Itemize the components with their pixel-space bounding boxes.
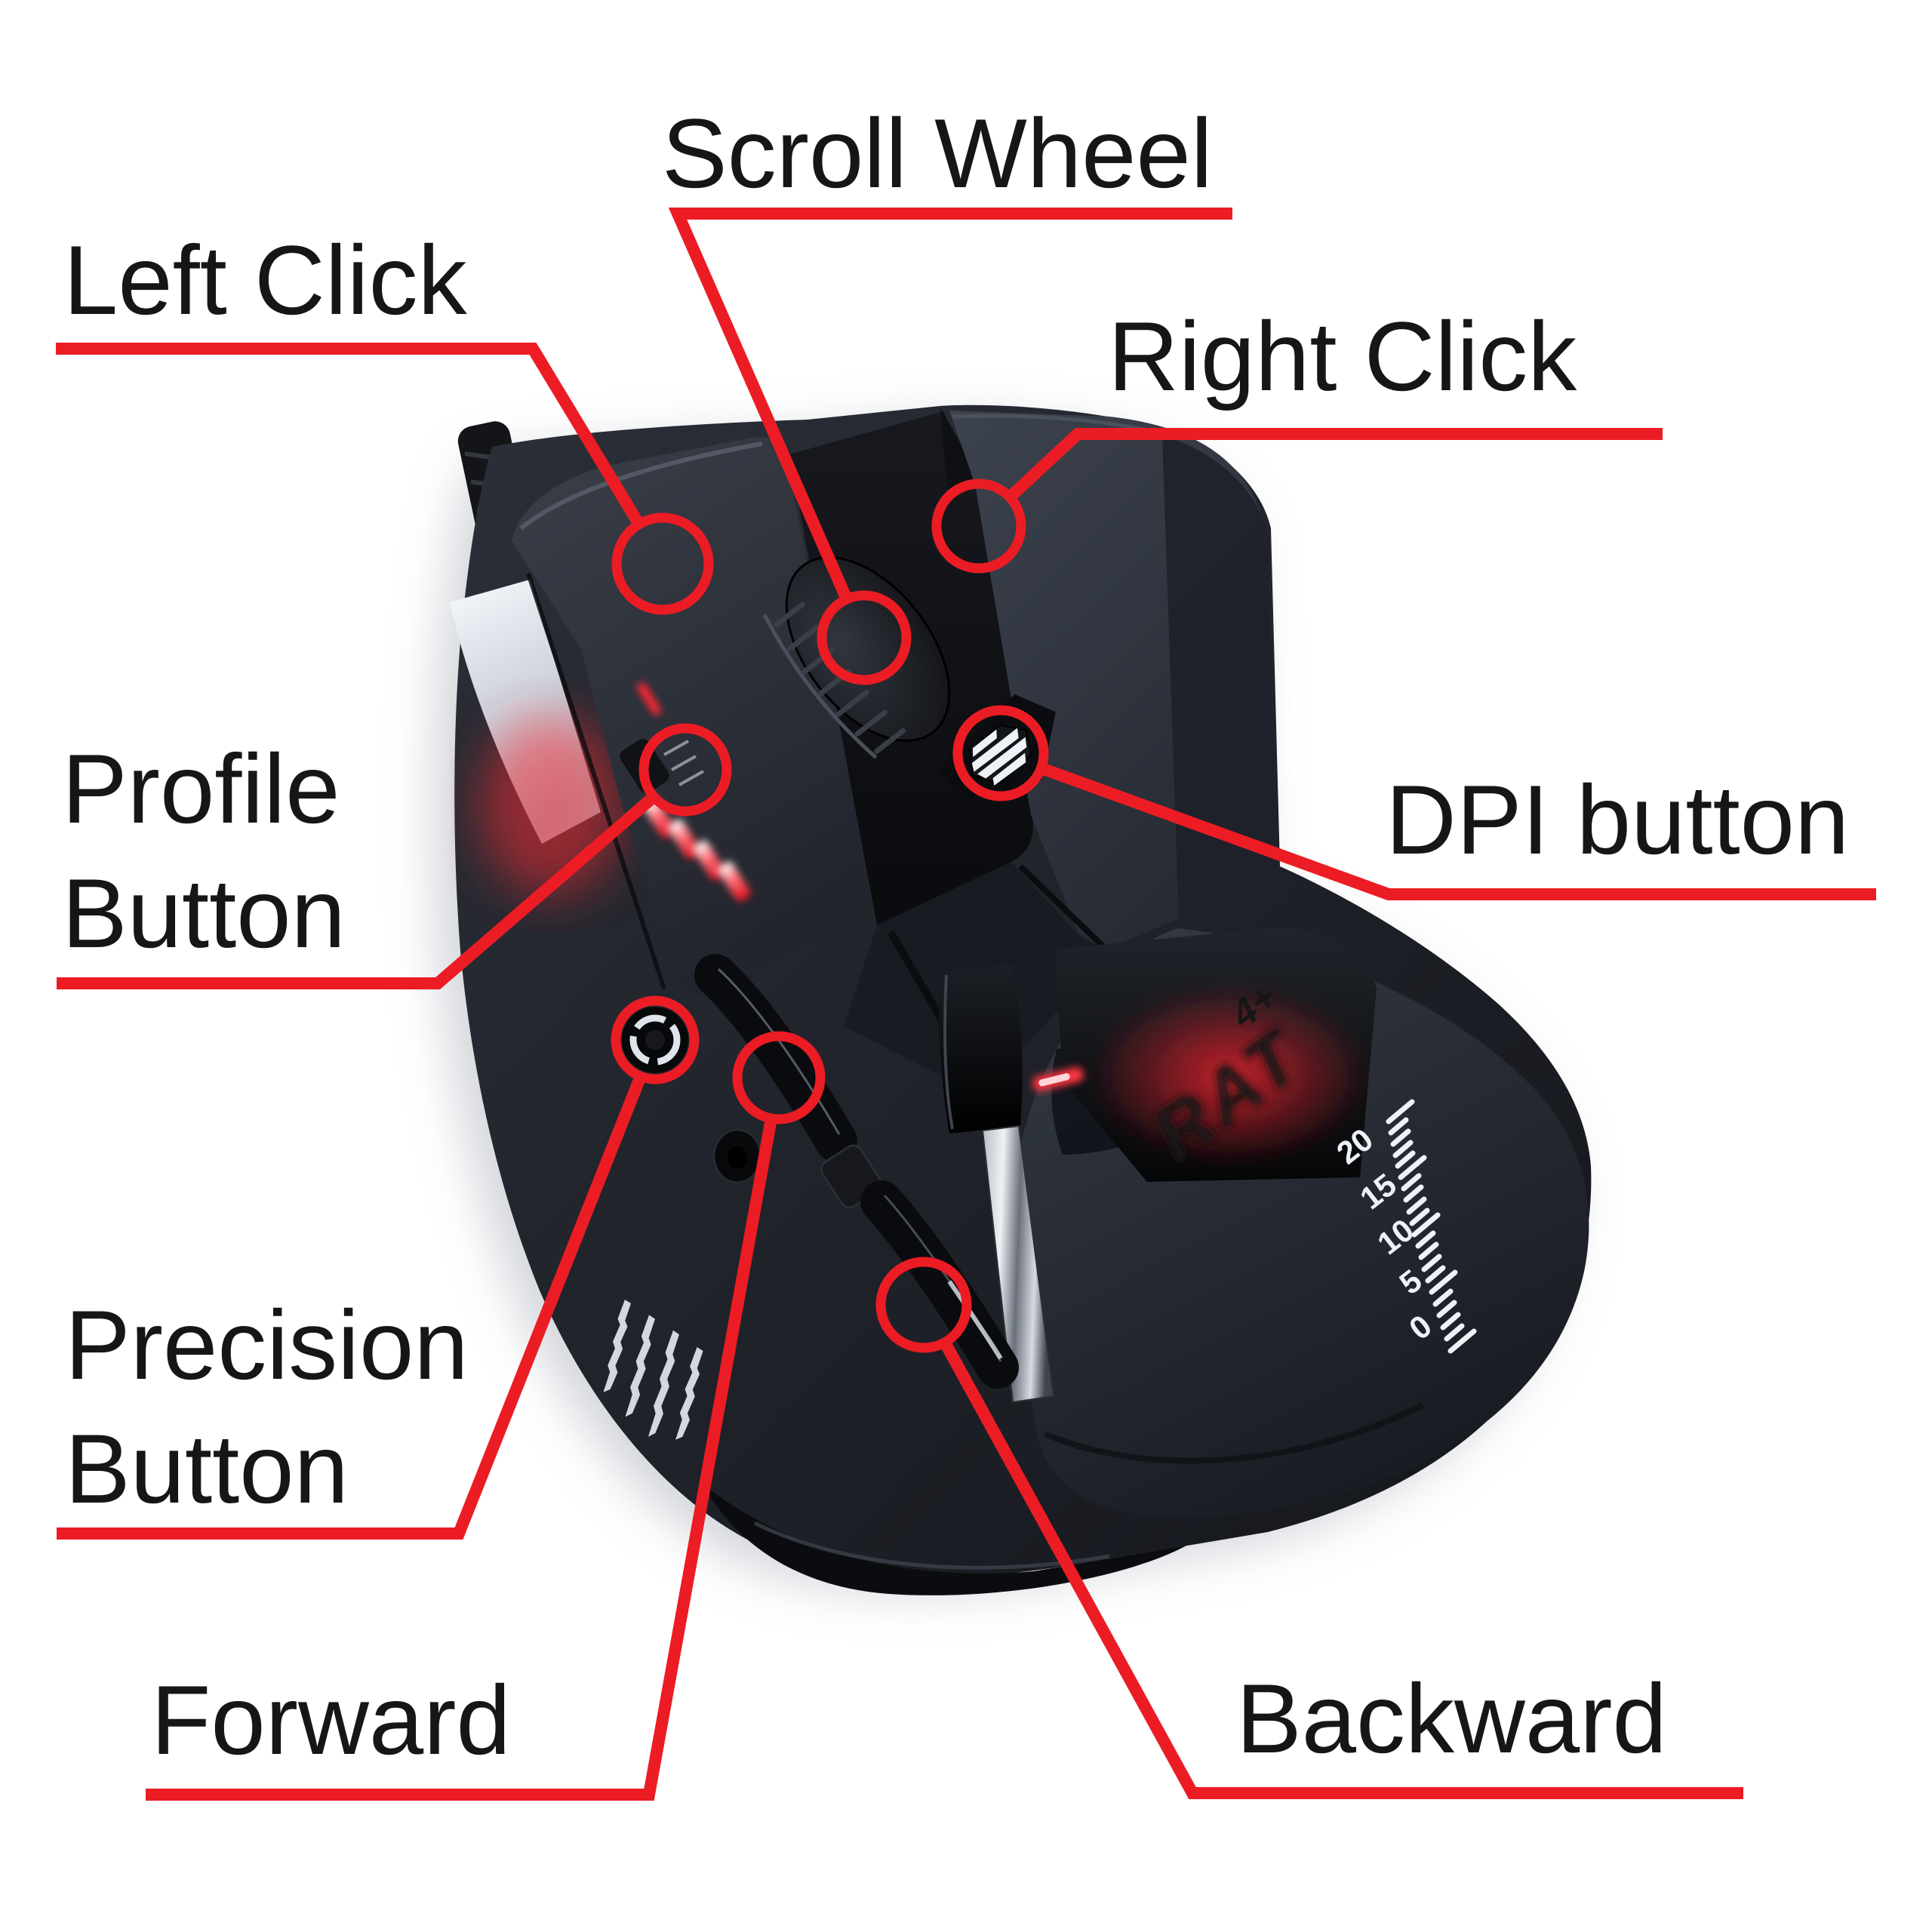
- scroll-wheel: [762, 556, 951, 759]
- backward-callout-line: [939, 1340, 1743, 1799]
- forward-label: Forward: [151, 1665, 511, 1775]
- saddle-groove-2: [1018, 864, 1112, 955]
- profile-button-label-line2: Button: [62, 858, 346, 968]
- callout-graphics: [56, 208, 1876, 1801]
- adjustment-rod: [981, 1124, 1055, 1404]
- mouse-illustration: RAT 4+: [433, 405, 1592, 1595]
- forward-callout-line: [146, 1117, 777, 1801]
- skid-highlight: [753, 1521, 1110, 1570]
- right-click-label: Right Click: [1108, 301, 1577, 411]
- left-click-plate: [512, 437, 869, 996]
- profile-led-bars: [642, 798, 752, 902]
- left-click-label: Left Click: [63, 225, 468, 335]
- dpi-marker-circle: [952, 705, 1049, 801]
- left-plate-seam: [526, 573, 666, 989]
- scroll-wheel-callout-line: [668, 208, 1232, 602]
- profile-callout-line: [57, 792, 658, 989]
- left-click-marker-circle: [611, 512, 714, 615]
- precision-button: [622, 1007, 688, 1073]
- scroll-wheel-marker-circle: [817, 590, 912, 685]
- callout-labels: Scroll Wheel Left Click Right Click Prof…: [62, 98, 1849, 1775]
- side-panel-red-glow: [479, 715, 623, 897]
- profile-led-sliver: [637, 682, 661, 715]
- dpi-callout-line: [1039, 762, 1876, 900]
- precision-button-label-line1: Precision: [65, 1290, 469, 1400]
- rat-logo: RAT 4+: [1091, 975, 1370, 1177]
- profile-marker-circle: [638, 723, 732, 817]
- palm-arm-post-highlight: [943, 974, 954, 1130]
- palm-arm-post: [939, 964, 1023, 1134]
- precision-button-label-line2: Button: [65, 1414, 349, 1524]
- side-led-sliver: [1032, 1066, 1084, 1092]
- forward-marker-circle: [732, 1031, 826, 1124]
- port-hole: [712, 1128, 762, 1184]
- right-plate-shading: [1162, 436, 1275, 919]
- palm-rest-seam: [1044, 1402, 1424, 1464]
- dpi-button-label: DPI button: [1386, 764, 1849, 875]
- left-click-callout-line: [56, 343, 645, 528]
- backward-marker-circle: [875, 1257, 972, 1353]
- scroll-wheel-label: Scroll Wheel: [662, 98, 1213, 208]
- backward-label: Backward: [1236, 1663, 1667, 1774]
- backward-slot: [860, 1180, 1019, 1389]
- right-click-callout-line: [1005, 428, 1663, 502]
- right-click-marker-circle: [931, 478, 1026, 574]
- precision-marker-circle: [611, 995, 700, 1084]
- precision-callout-line: [57, 1074, 647, 1540]
- profile-button-label-line1: Profile: [62, 734, 340, 844]
